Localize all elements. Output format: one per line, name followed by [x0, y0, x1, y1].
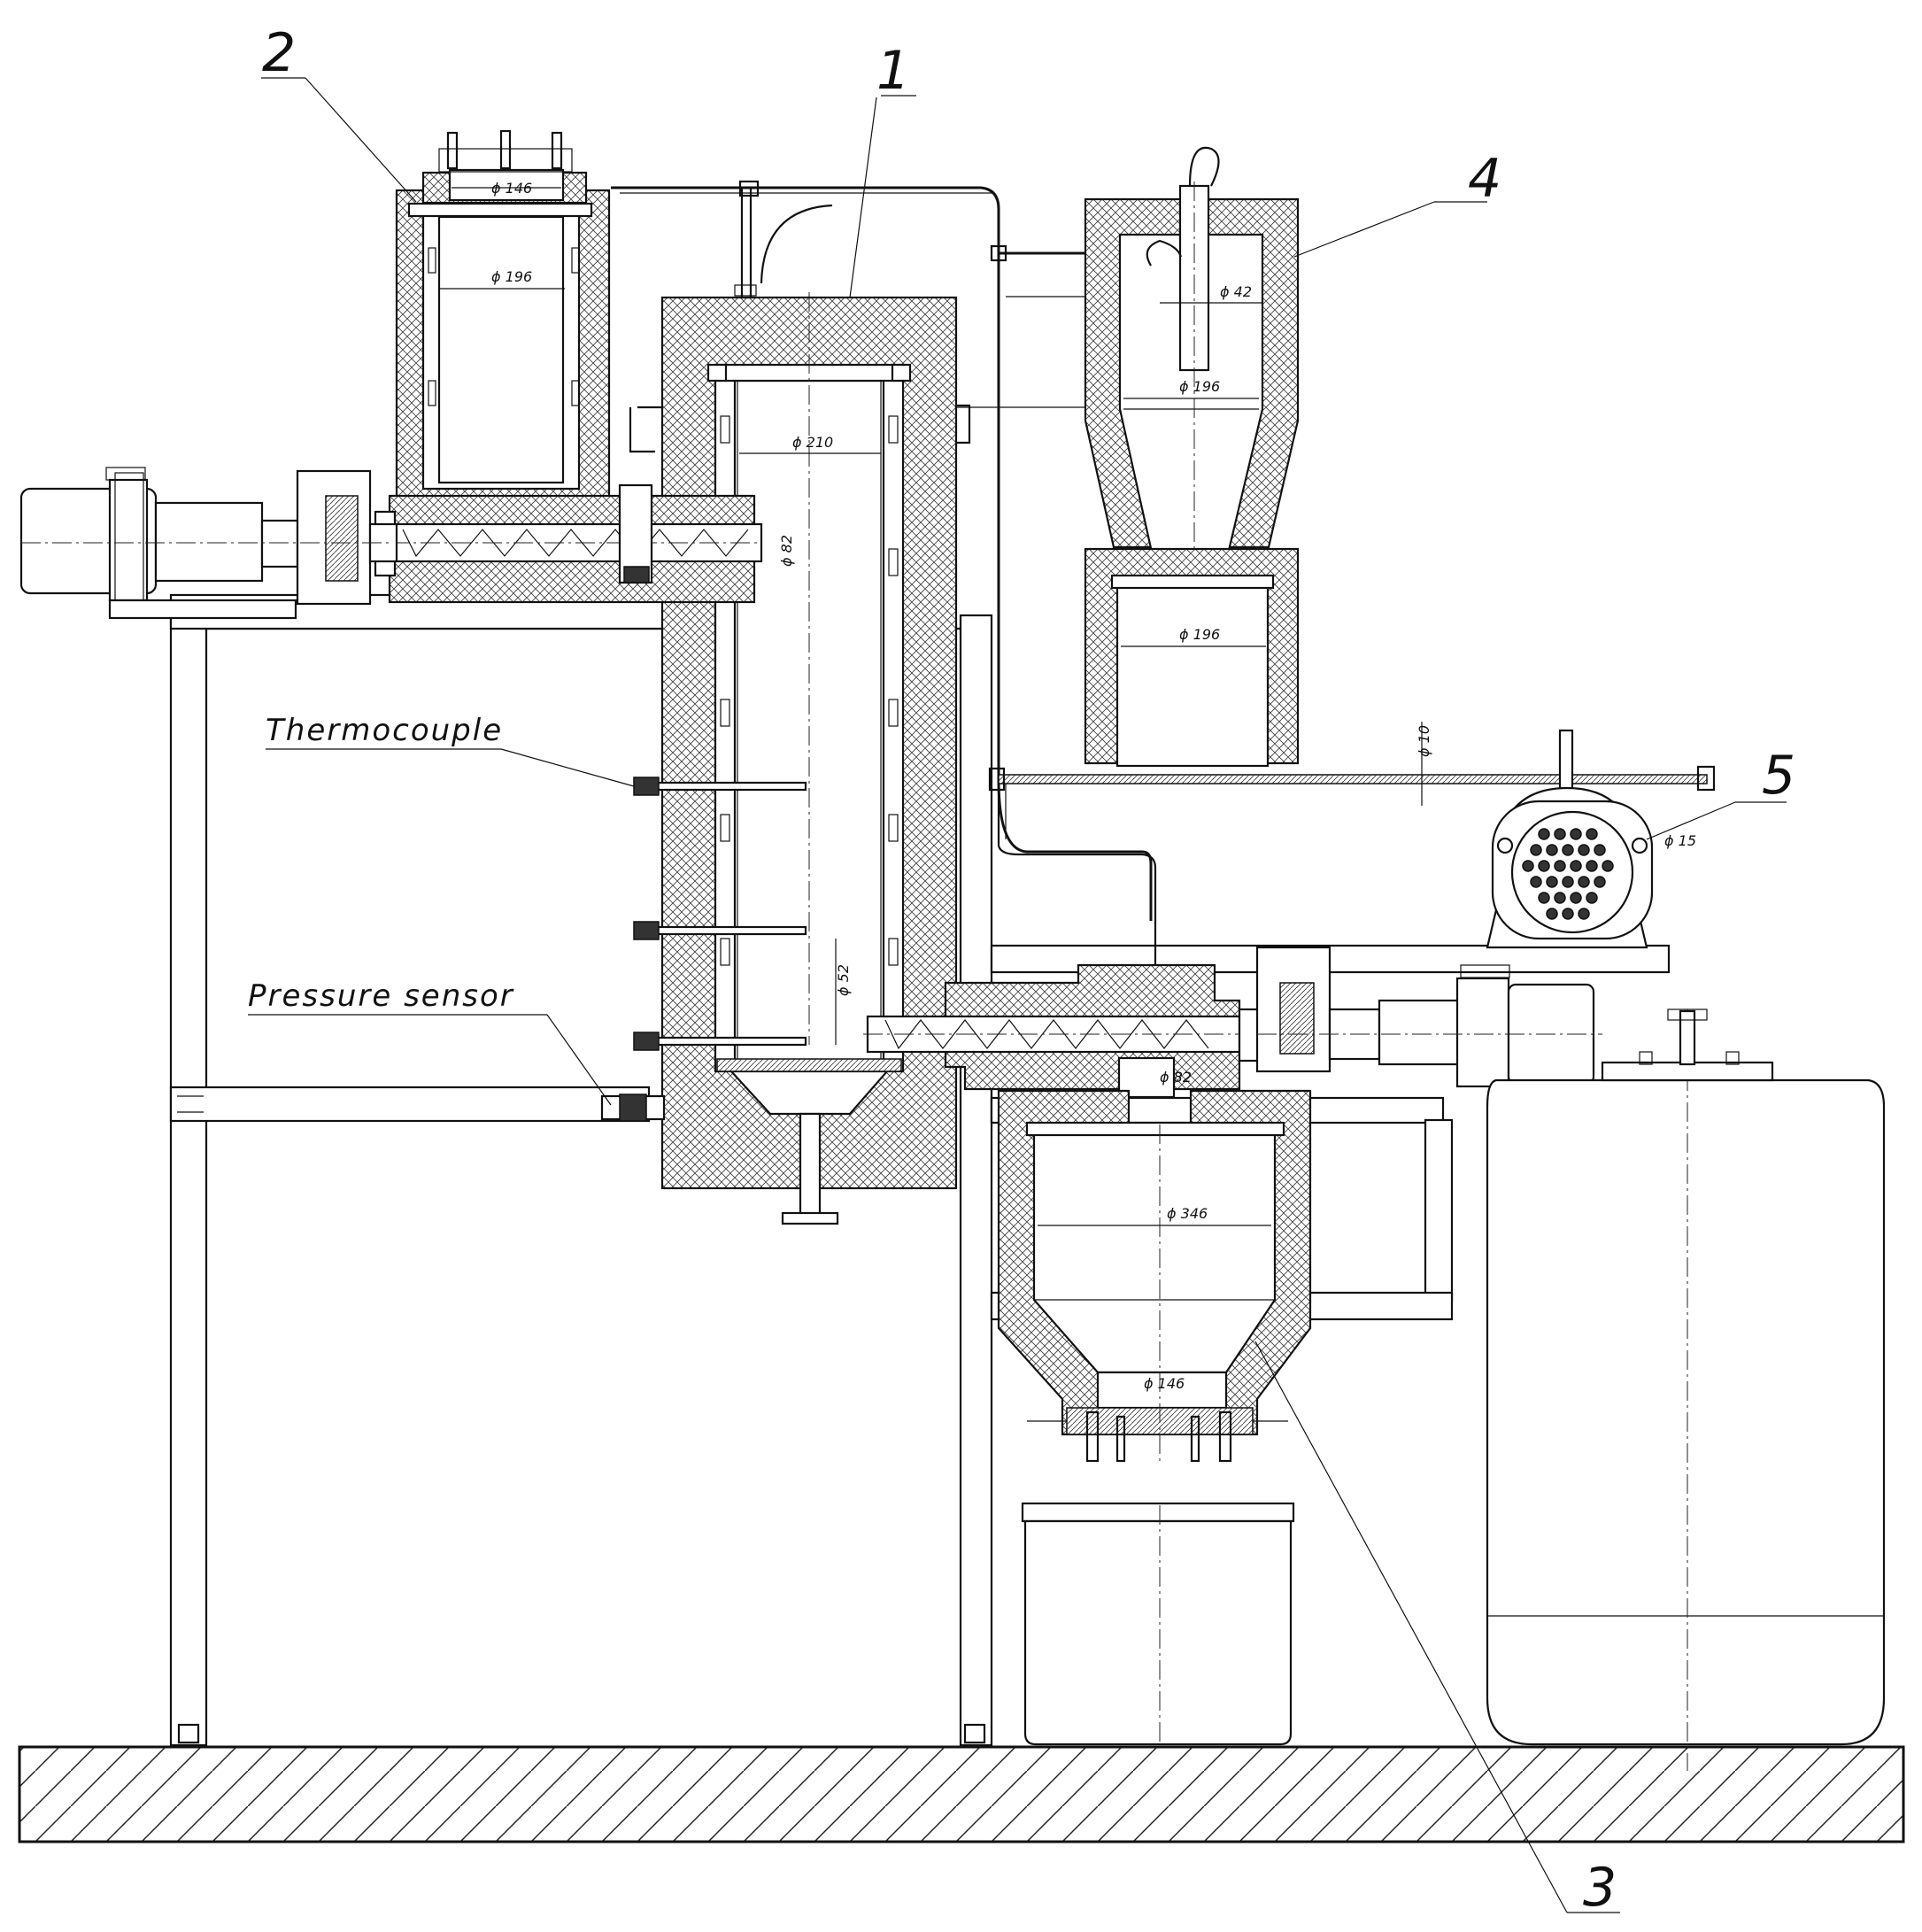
cyclone-diameter-label: ϕ 196 [1179, 378, 1220, 395]
auger-diameter-label: ϕ 82 [778, 535, 795, 567]
char-bucket [1021, 1502, 1295, 1746]
leader-lines [248, 77, 1787, 1913]
pipe-diameter-label: ϕ 10 [1416, 725, 1432, 757]
lower-drive-motor [1255, 946, 1602, 1088]
upper-drive-motor [19, 467, 398, 620]
pressure-sensor-label: Pressure sensor [248, 978, 514, 1014]
callout-2: 2 [262, 22, 296, 84]
cyclone-pipe-diameter-label: ϕ 42 [1220, 283, 1252, 300]
lower-neck-diameter-label: ϕ 82 [1160, 1069, 1192, 1086]
hopper-top-diameter-label: ϕ 146 [491, 180, 532, 197]
char-vessel-3 [997, 1089, 1312, 1463]
callout-5: 5 [1762, 745, 1795, 807]
heat-exchanger-tubes [1522, 828, 1614, 920]
floor [18, 1745, 1905, 1843]
heat-exchanger-5 [1486, 729, 1654, 949]
hopper-diameter-label: ϕ 196 [491, 268, 532, 285]
callout-1: 1 [876, 40, 910, 102]
outlet-diameter-label: ϕ 146 [1144, 1375, 1185, 1392]
tube-diameter-label: ϕ 52 [835, 964, 852, 996]
reactor-diameter-label: ϕ 210 [792, 434, 833, 451]
thermocouple-probes [633, 777, 807, 1051]
callout-4: 4 [1468, 148, 1501, 210]
oil-tank [1486, 1009, 1886, 1771]
feed-hopper-2 [395, 129, 611, 506]
vessel-diameter-label: ϕ 346 [1167, 1205, 1208, 1222]
thermocouple-label: Thermocouple [266, 713, 503, 748]
condenser-line [988, 722, 1716, 806]
bin-diameter-label: ϕ 196 [1179, 626, 1220, 643]
callout-3: 3 [1583, 1857, 1617, 1919]
upper-feed-auger [374, 483, 763, 604]
pressure-sensor [600, 1094, 666, 1122]
cooler-tube-diameter-label: ϕ 15 [1664, 832, 1696, 849]
reactor-1 [660, 186, 958, 1225]
cyclone-4 [1084, 146, 1300, 768]
